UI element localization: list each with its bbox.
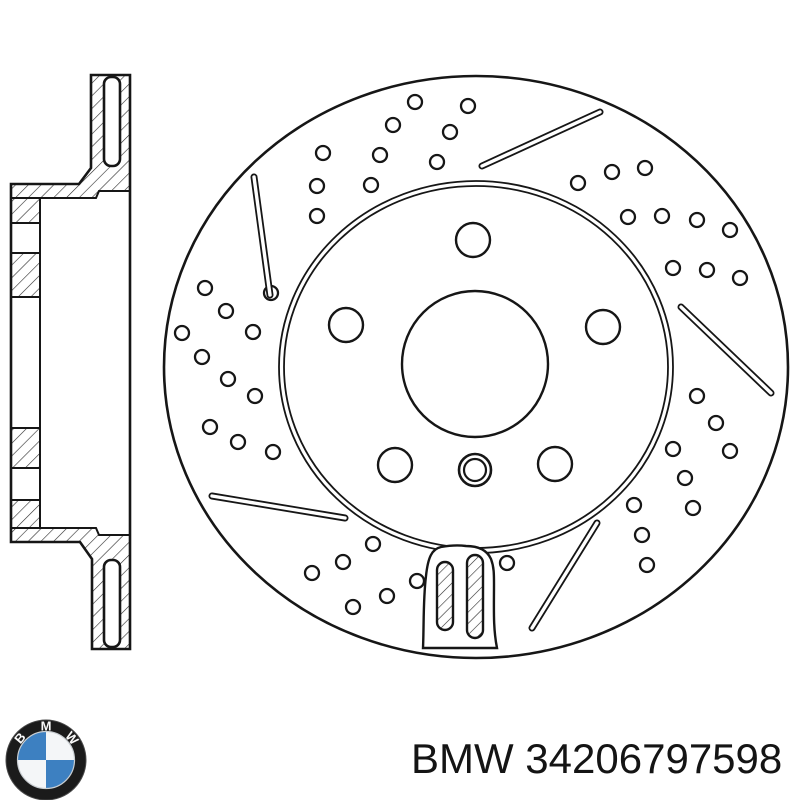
brake-disc-cross-section-drawing — [9, 73, 132, 651]
lug-bolt-holes — [327, 221, 622, 484]
section-hatching — [11, 75, 130, 649]
center-bore — [400, 289, 550, 439]
part-number: BMW 34206797598 — [411, 735, 783, 782]
bottom-tab — [421, 544, 499, 650]
index-hole — [457, 452, 493, 488]
vent-channel-slots — [102, 75, 122, 649]
bmw-roundel-quadrants — [16, 730, 76, 790]
brake-disc-front-view-drawing — [162, 74, 790, 660]
tab-slot-right — [465, 553, 485, 640]
section-outline — [9, 73, 132, 651]
drilled-holes — [173, 93, 749, 616]
tab-slot-left — [435, 560, 455, 632]
section-internal-edges — [11, 190, 130, 536]
surface-slots — [208, 108, 775, 632]
svg-text:M: M — [41, 719, 52, 734]
bmw-logo: B M W — [5, 719, 87, 800]
